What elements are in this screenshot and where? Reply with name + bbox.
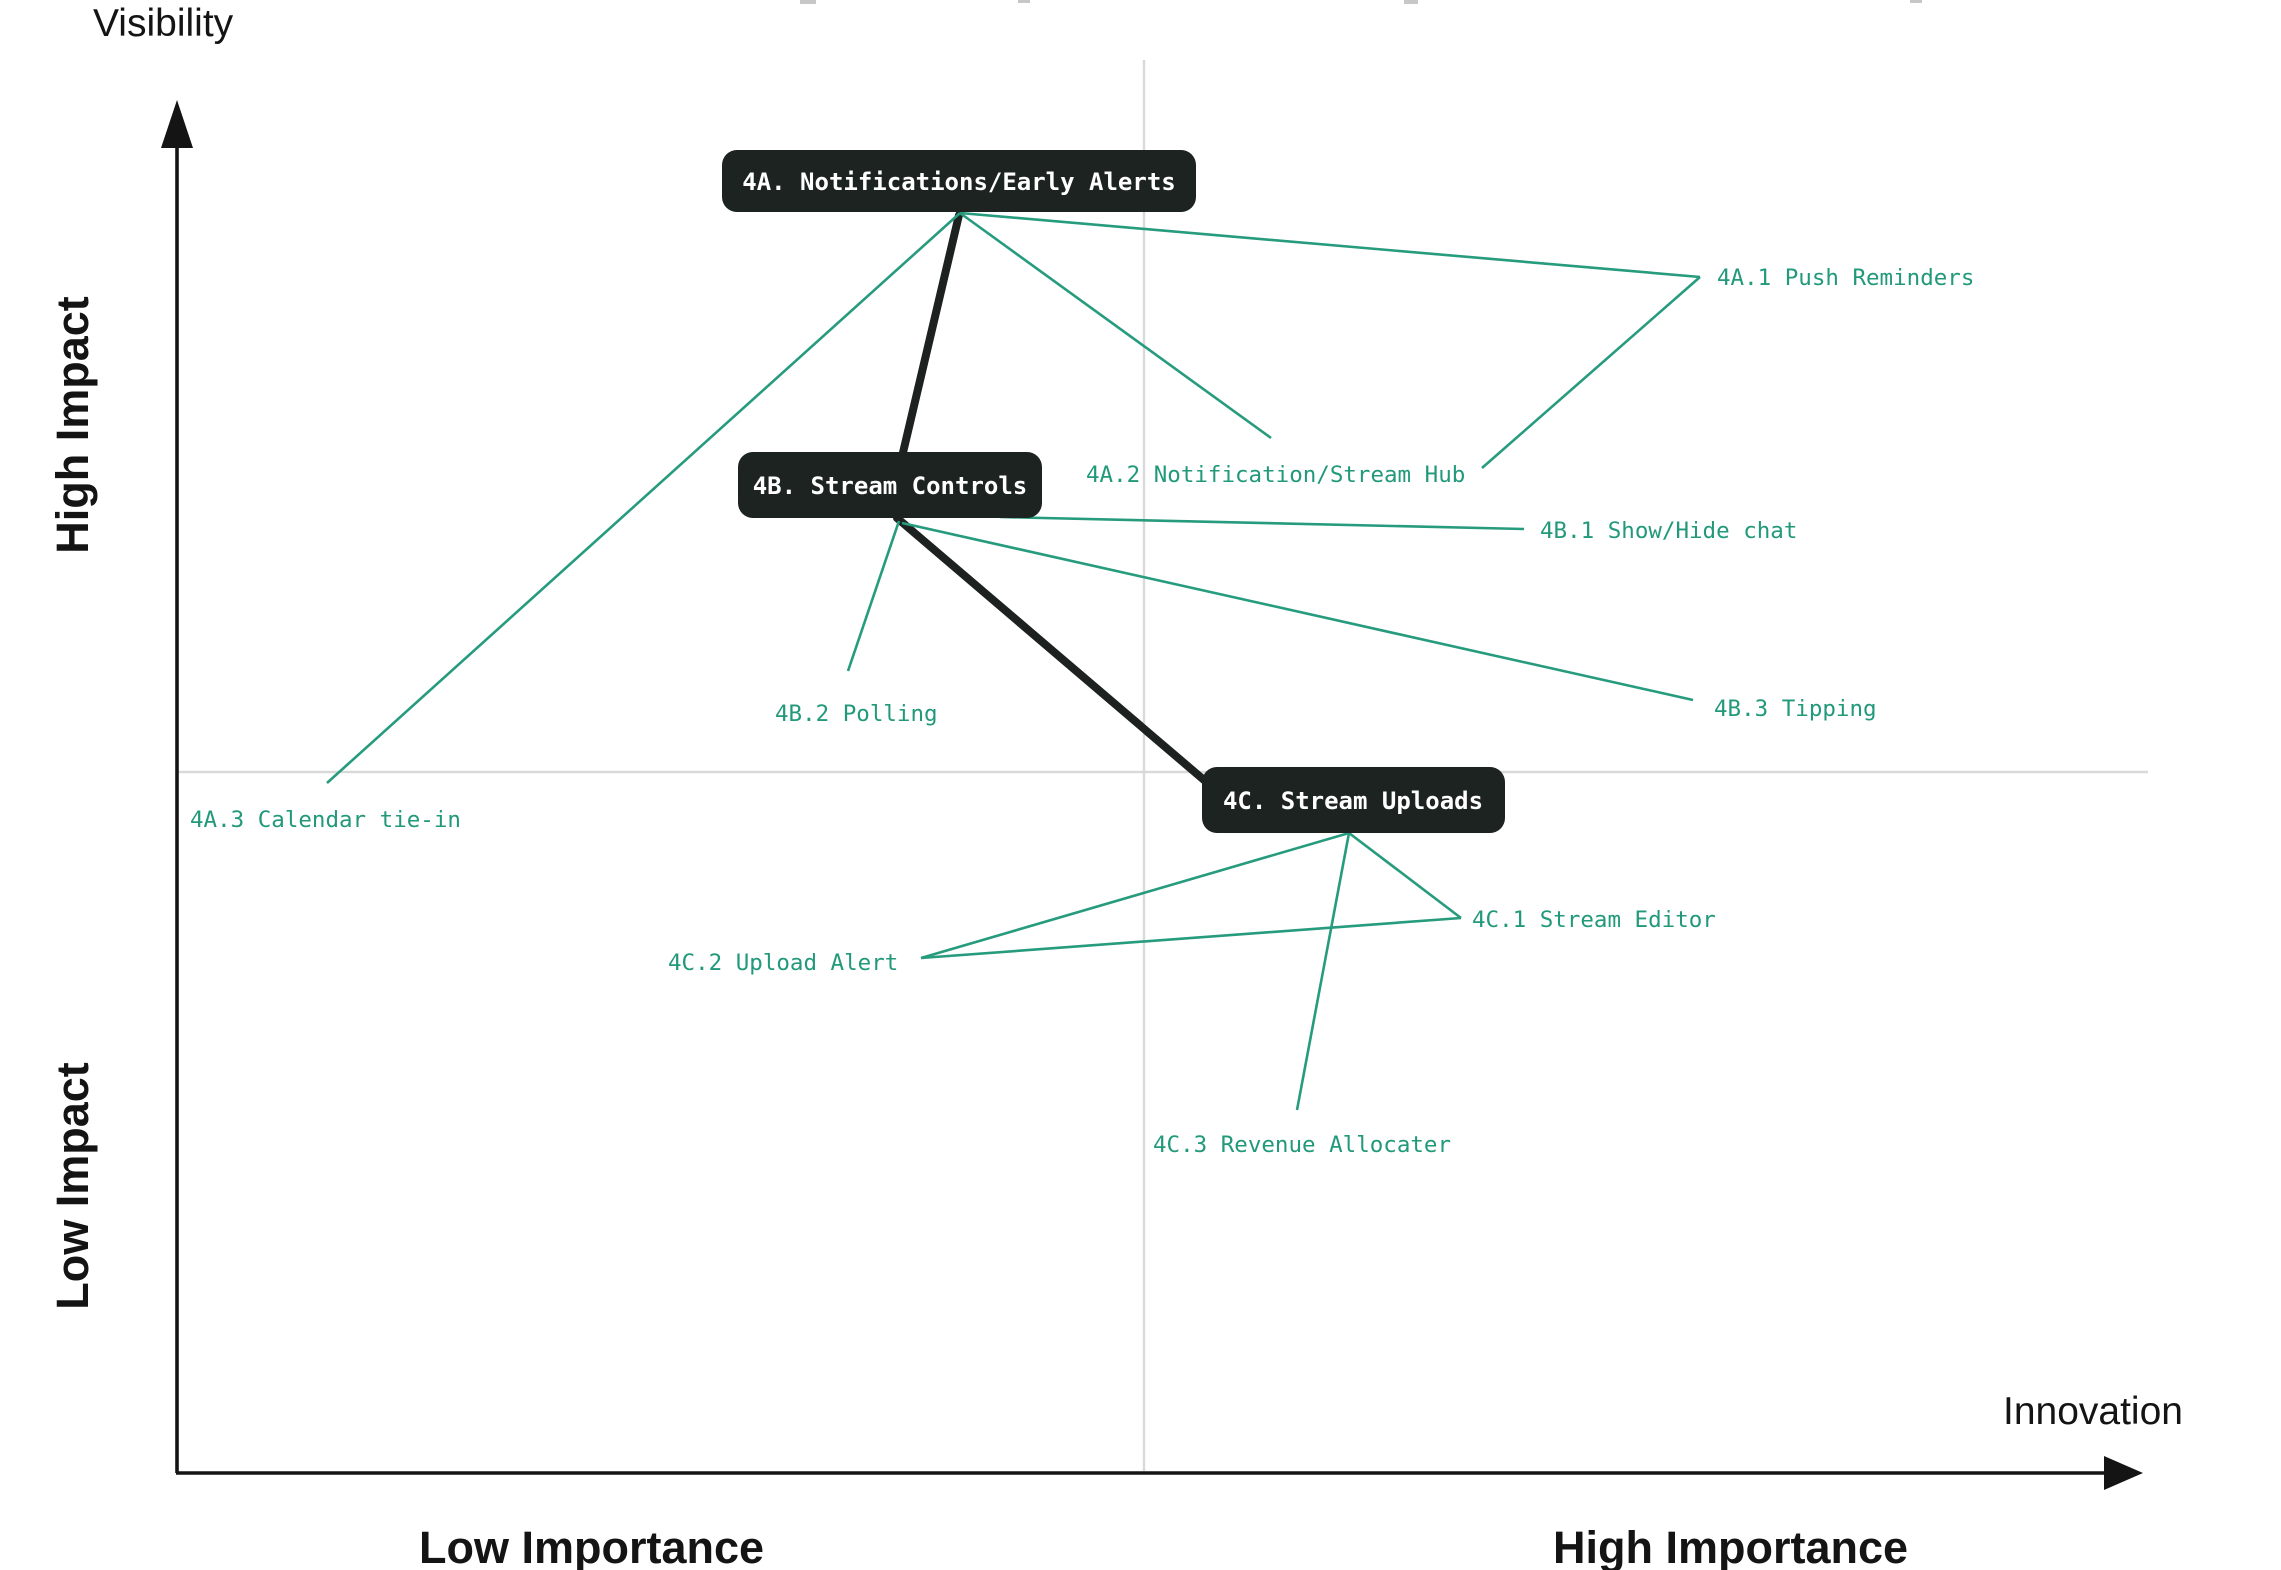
group-node-4c-pill	[1202, 767, 1505, 833]
group-node-4c-label: 4C. Stream Uploads	[1223, 787, 1483, 815]
connector-4c-to-4c2	[920, 831, 1350, 960]
y-axis-low-impact-label: Low Impact	[47, 1062, 98, 1310]
connector-4c-to-4c1	[1348, 831, 1462, 920]
group-node-4b-label: 4B. Stream Controls	[753, 472, 1028, 500]
connector-4a2-to-4a1	[1481, 276, 1701, 469]
connector-4b-to-4b1	[999, 515, 1525, 531]
feature-label-4c2: 4C.2 Upload Alert	[668, 950, 898, 976]
x-axis-low-importance-label: Low Importance	[419, 1522, 764, 1570]
cropped-title-marks	[800, 0, 1922, 4]
y-axis-high-impact-label: High Impact	[47, 296, 98, 554]
connector-4c-to-4c3	[1295, 832, 1351, 1111]
feature-label-4c3: 4C.3 Revenue Allocater	[1153, 1132, 1451, 1158]
x-axis-high-importance-label: High Importance	[1553, 1522, 1908, 1570]
connector-4c2-to-4c1	[920, 916, 1462, 960]
connector-4a-to-4a1	[959, 211, 1701, 279]
group-node-4a: 4A. Notifications/Early Alerts	[722, 150, 1196, 212]
connector-4a-to-4a3	[326, 212, 961, 784]
x-axis-title: Innovation	[2003, 1390, 2183, 1433]
feature-label-4c1: 4C.1 Stream Editor	[1472, 907, 1716, 933]
feature-label-4a1: 4A.1 Push Reminders	[1717, 265, 1974, 291]
feature-label-4a2: 4A.2 Notification/Stream Hub	[1086, 462, 1465, 488]
feature-label-4b2: 4B.2 Polling	[775, 701, 938, 727]
link-4a-to-4b	[889, 211, 963, 499]
feature-label-4b1: 4B.1 Show/Hide chat	[1540, 518, 1797, 544]
group-node-4a-pill	[722, 150, 1196, 212]
connector-4a-to-4a2	[959, 211, 1272, 440]
y-axis-arrowhead	[161, 100, 193, 148]
x-axis-arrowhead	[2104, 1456, 2143, 1490]
connector-4b-to-4b2	[846, 520, 901, 672]
feature-connectors	[326, 211, 1701, 1111]
group-node-4b: 4B. Stream Controls	[738, 452, 1042, 518]
group-node-4c: 4C. Stream Uploads	[1202, 767, 1505, 833]
y-axis-title: Visibility	[93, 2, 234, 45]
group-node-4a-label: 4A. Notifications/Early Alerts	[742, 168, 1175, 196]
feature-label-4b3: 4B.3 Tipping	[1714, 696, 1877, 722]
group-node-4b-pill	[738, 452, 1042, 518]
connector-4b-to-4b3	[901, 521, 1694, 702]
link-4b-to-4c	[893, 514, 1249, 819]
feature-label-4a3: 4A.3 Calendar tie-in	[190, 807, 461, 833]
